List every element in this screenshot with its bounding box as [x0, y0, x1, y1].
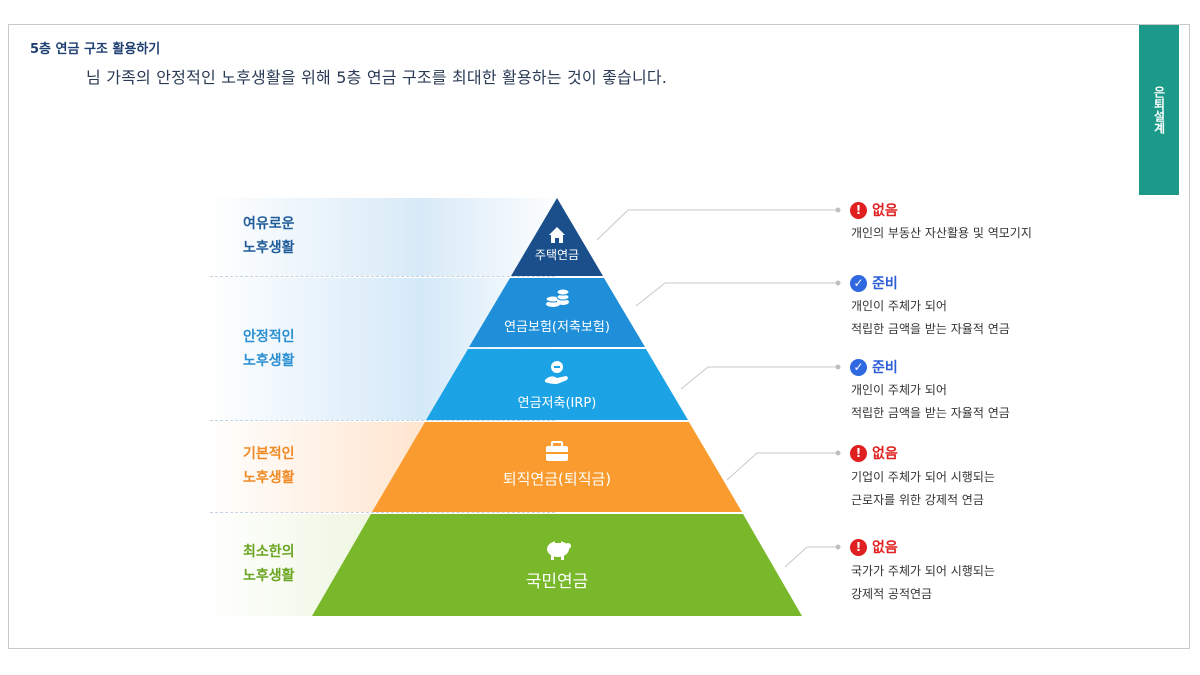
status-description: 기업이 주체가 되어 시행되는 근로자를 위한 강제적 연금 [851, 466, 995, 512]
status-badge-none: ! 없음 [850, 537, 898, 557]
tier-label-affluent: 여유로운 노후생활 [243, 212, 295, 260]
segment-label-pension-savings: 연금저축(IRP) [517, 396, 597, 411]
pyramid-segment-national-pension[interactable] [312, 514, 802, 616]
tier-label-line: 노후생활 [243, 240, 295, 256]
description-line: 근로자를 위한 강제적 연금 [851, 493, 984, 507]
segment-label-national-pension: 국민연금 [525, 572, 589, 592]
status-badge-ready: ✓ 준비 [850, 357, 898, 377]
description-line: 개인이 주체가 되어 [851, 299, 947, 313]
check-icon: ✓ [850, 358, 867, 376]
status-badge-none: ! 없음 [850, 443, 898, 463]
divider [210, 512, 555, 513]
description-line: 개인의 부동산 자산활용 및 역모기지 [851, 226, 1032, 240]
status-description: 개인이 주체가 되어 적립한 금액을 받는 자율적 연금 [851, 379, 1010, 425]
pyramid-segment-retirement-pension[interactable] [372, 422, 742, 512]
status-text: 없음 [872, 540, 898, 556]
connector-dots [835, 207, 841, 550]
status-text: 없음 [872, 203, 898, 219]
tier-band-top [205, 198, 565, 276]
segment-label-housing-pension: 주택연금 [534, 248, 580, 262]
status-badge-none: ! 없음 [850, 200, 898, 220]
description-line: 적립한 금액을 받는 자율적 연금 [851, 406, 1010, 420]
connector-lines [596, 209, 836, 568]
description-line: 개인이 주체가 되어 [851, 383, 947, 397]
description-line: 적립한 금액을 받는 자율적 연금 [851, 322, 1010, 336]
check-icon: ✓ [850, 274, 867, 292]
tier-label-line: 노후생활 [243, 568, 295, 584]
status-description: 국가가 주체가 되어 시행되는 강제적 공적연금 [851, 560, 995, 606]
section-title: 5층 연금 구조 활용하기 [30, 42, 161, 57]
segment-label-retirement-pension: 퇴직연금(퇴직금) [502, 470, 612, 488]
side-tab-retirement[interactable]: 은퇴설계 [1139, 25, 1179, 195]
divider [210, 276, 555, 277]
page-subtitle: 님 가족의 안정적인 노후생활을 위해 5층 연금 구조를 최대한 활용하는 것… [86, 68, 668, 87]
alert-icon: ! [850, 201, 867, 219]
alert-icon: ! [850, 538, 867, 556]
status-description: 개인이 주체가 되어 적립한 금액을 받는 자율적 연금 [851, 295, 1010, 341]
tier-label-line: 여유로운 [243, 216, 295, 232]
description-line: 국가가 주체가 되어 시행되는 [851, 564, 995, 578]
house-icon [549, 227, 565, 243]
tier-label-line: 노후생활 [243, 470, 295, 486]
piggy-bank-icon [547, 541, 571, 560]
status-text: 준비 [872, 276, 898, 292]
pyramid-segment-pension-insurance[interactable] [469, 278, 645, 347]
tier-label-stable: 안정적인 노후생활 [243, 325, 295, 373]
hand-coin-icon [545, 361, 568, 384]
pyramid-segment-pension-savings[interactable] [426, 349, 688, 420]
briefcase-icon [546, 441, 568, 461]
tier-label-basic: 기본적인 노후생활 [243, 442, 295, 490]
status-text: 준비 [872, 360, 898, 376]
segment-label-pension-insurance: 연금보험(저축보험) [504, 320, 610, 335]
description-line: 강제적 공적연금 [851, 587, 933, 601]
tier-label-minimum: 최소한의 노후생활 [243, 540, 295, 588]
content-frame [8, 24, 1190, 649]
status-badge-ready: ✓ 준비 [850, 273, 898, 293]
description-line: 기업이 주체가 되어 시행되는 [851, 470, 995, 484]
divider [210, 420, 555, 421]
alert-icon: ! [850, 444, 867, 462]
tier-label-line: 기본적인 [243, 446, 295, 462]
status-text: 없음 [872, 446, 898, 462]
tier-label-line: 노후생활 [243, 353, 295, 369]
status-description: 개인의 부동산 자산활용 및 역모기지 [851, 222, 1032, 245]
tier-label-line: 안정적인 [243, 329, 295, 345]
tier-label-line: 최소한의 [243, 544, 295, 560]
coins-icon [545, 288, 570, 307]
